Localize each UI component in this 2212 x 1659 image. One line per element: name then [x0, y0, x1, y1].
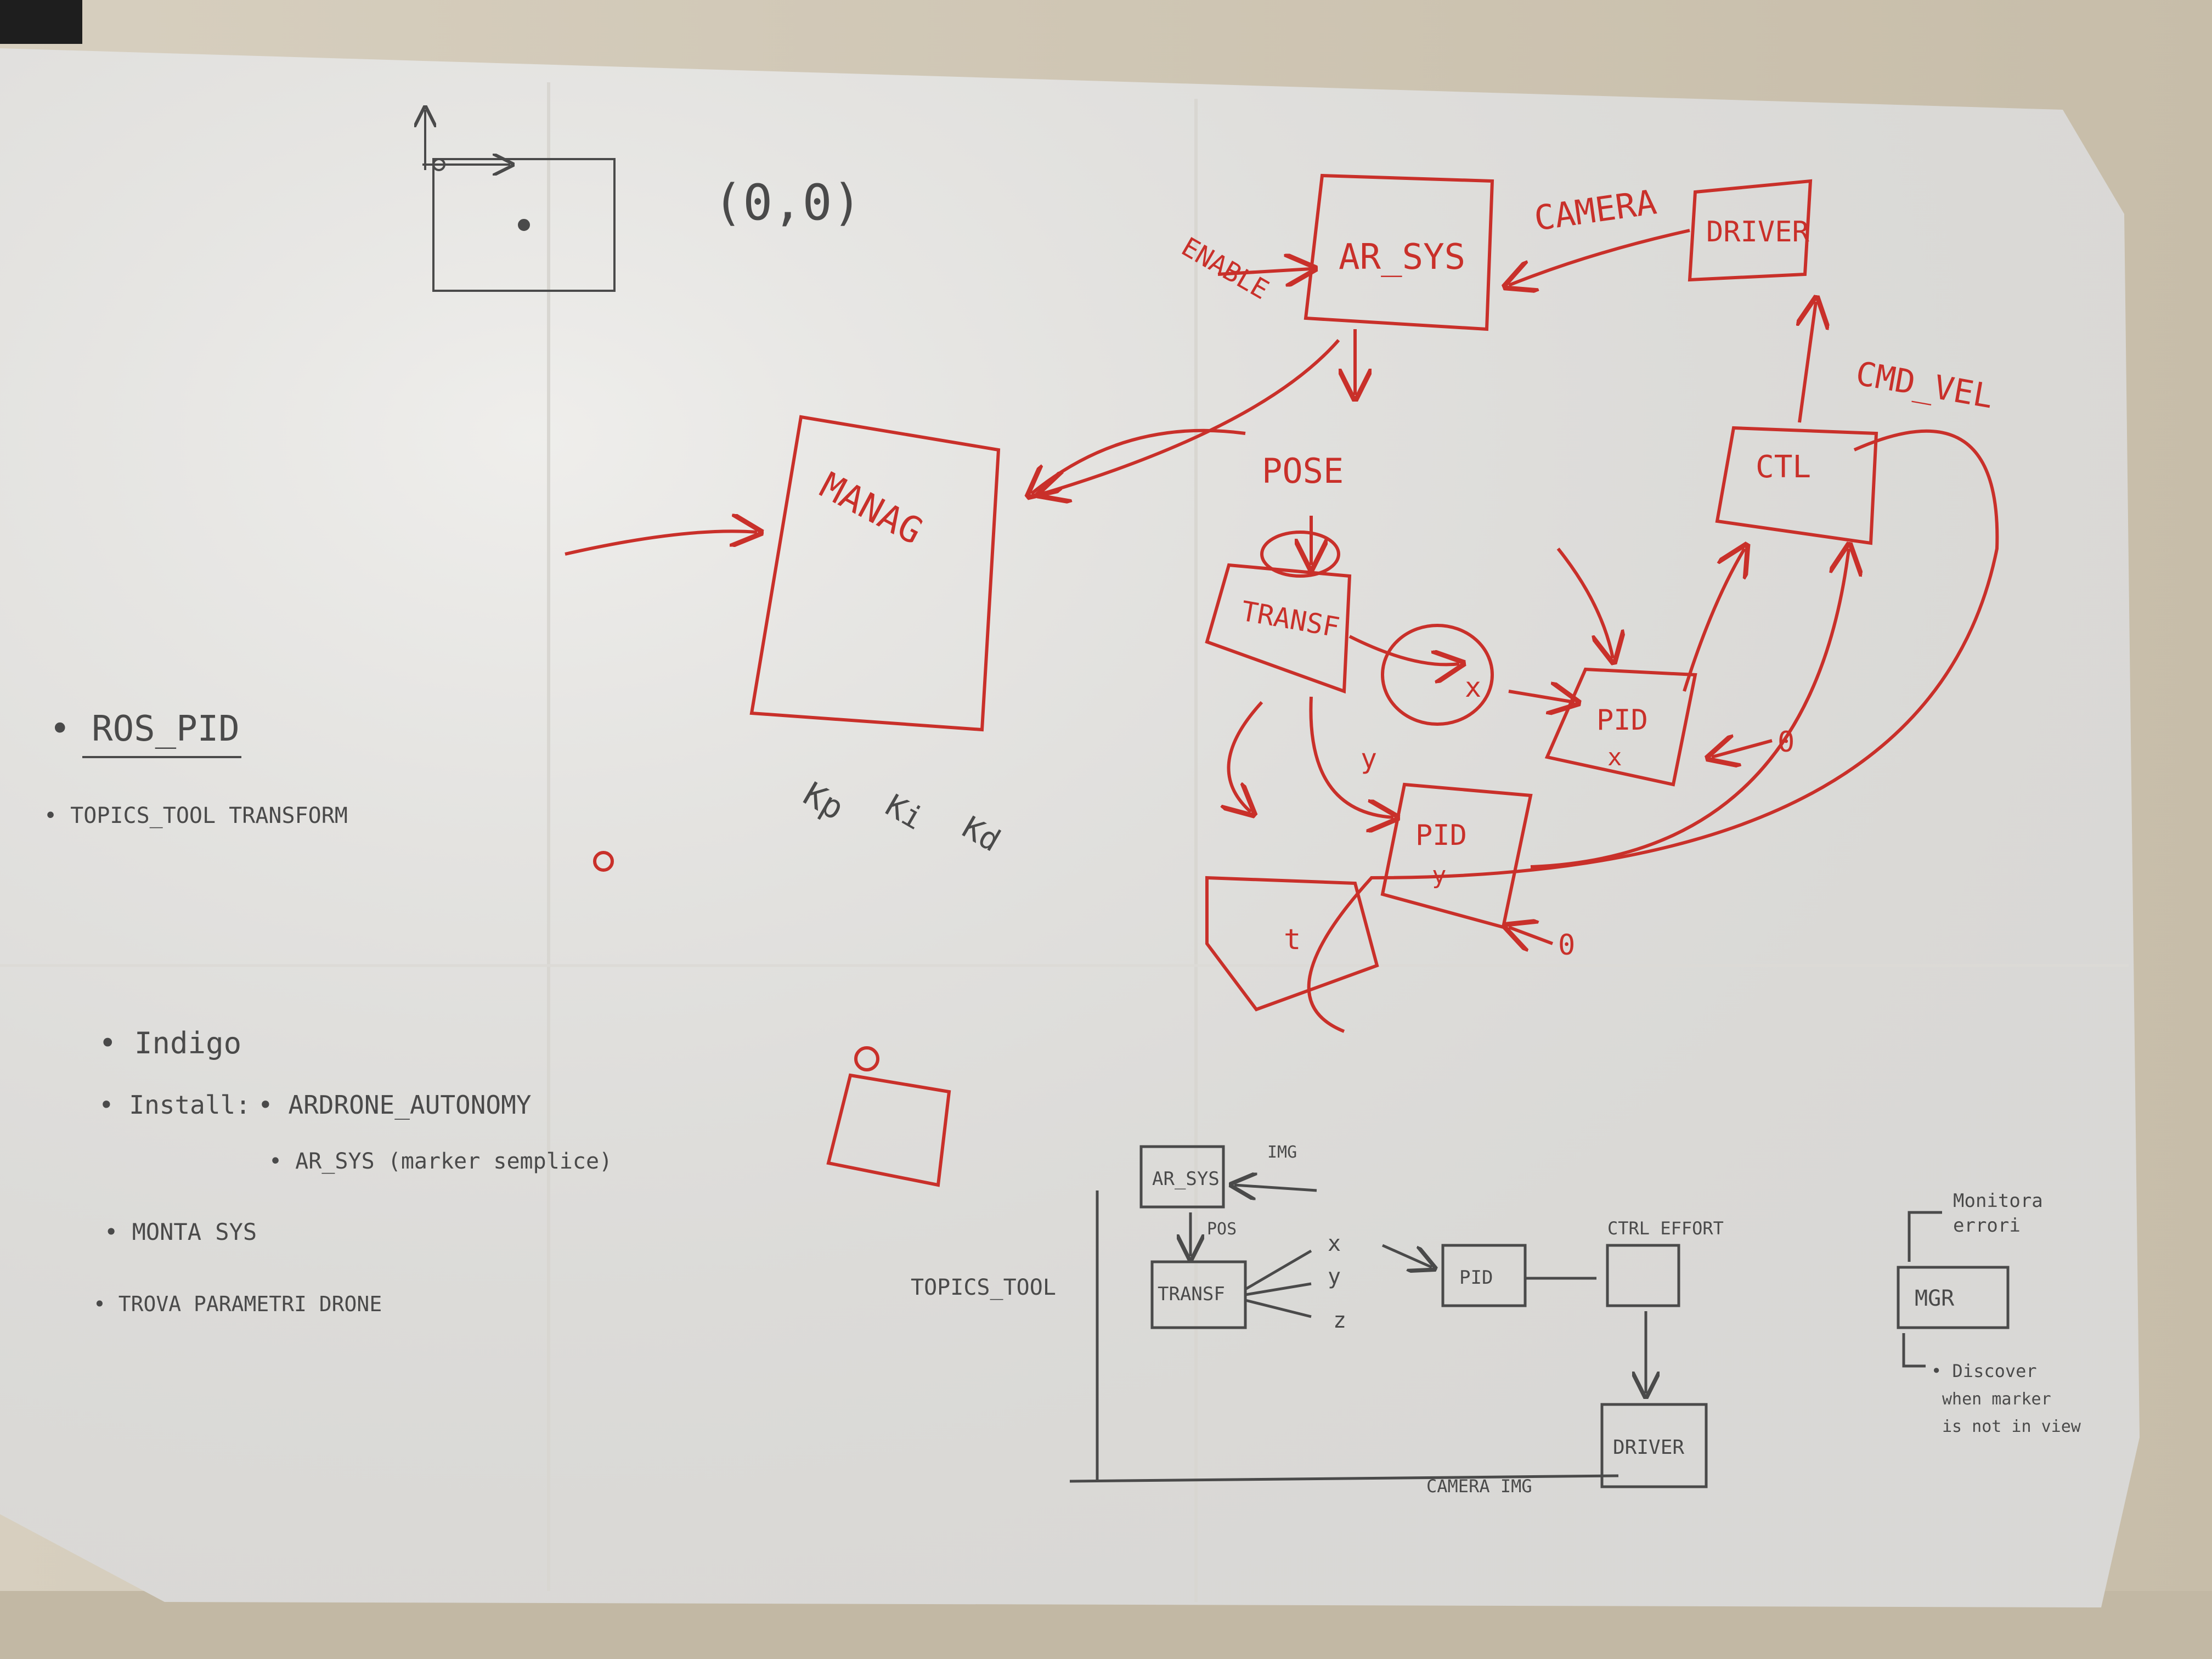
pose-to-manag-arrow	[1031, 428, 1246, 494]
driver-box	[1688, 179, 1813, 282]
bottom-line	[1069, 1474, 1619, 1483]
transf-label-pencil: TRANSF	[1158, 1283, 1225, 1305]
driver-box-pencil	[1600, 1403, 1708, 1488]
img-label: IMG	[1267, 1143, 1297, 1162]
transf-to-x-arrow	[1348, 635, 1459, 664]
ar-sys-box-pencil	[1139, 1145, 1225, 1209]
zero-input-x: 0	[1778, 726, 1795, 759]
target-dot	[518, 219, 530, 231]
ctrl-box-pencil	[1606, 1244, 1680, 1307]
red-diagram	[565, 173, 1999, 1187]
origin-label: (0,0)	[713, 174, 862, 232]
sketch-box	[826, 1073, 951, 1187]
monitor-label-2: errori	[1953, 1215, 2021, 1237]
pid-x-label: PID	[1596, 704, 1648, 737]
monitor-line	[1908, 1211, 1942, 1262]
note-ar-sys: • AR_SYS (marker semplice)	[269, 1149, 612, 1174]
ctl-to-driver-arrow	[1799, 302, 1816, 423]
pid-label-pencil: PID	[1459, 1267, 1493, 1289]
mgr-label: MGR	[1915, 1286, 1955, 1311]
mgr-box-pencil	[1897, 1266, 2010, 1329]
discover-label-3: is not in view	[1942, 1417, 2081, 1436]
pid-y-to-ctl-arrow	[1530, 549, 1849, 868]
arsys-to-manag-arrow	[1042, 339, 1340, 494]
pos-label: POS	[1207, 1220, 1237, 1239]
paper-shading	[0, 48, 2140, 1607]
camera-img-label: CAMERA IMG	[1426, 1476, 1532, 1497]
ctl-label: CTL	[1756, 449, 1811, 485]
note-indigo: • Indigo	[99, 1026, 241, 1060]
pid-box-pencil	[1441, 1244, 1527, 1307]
scribble-circle	[1260, 531, 1340, 578]
monitor-label: Monitora	[1953, 1190, 2043, 1212]
zero-to-pid-x-arrow	[1712, 741, 1773, 757]
img-arrow	[1234, 1185, 1317, 1190]
pencil-diagram	[1069, 1145, 2010, 1488]
transf-box	[1205, 563, 1352, 694]
y-label: y	[1361, 743, 1377, 775]
red-circle	[854, 1046, 879, 1071]
note-ardrone: • ARDRONE_AUTONOMY	[258, 1090, 532, 1120]
discover-label: • Discover	[1931, 1361, 2037, 1381]
to-pid-arrow	[1381, 1244, 1432, 1267]
ar-sys-label: AR_SYS	[1339, 237, 1465, 278]
t-label: t	[1284, 923, 1301, 956]
x-to-pid-arrow	[1508, 691, 1575, 702]
transf-to-z-arrow	[1229, 701, 1263, 812]
note-topics-tool: • TOPICS_TOOL TRANSFORM	[44, 803, 348, 828]
axis-sketch	[422, 110, 616, 292]
pid-x-to-ctl-arrow	[1683, 549, 1745, 692]
ar-sys-label-pencil: AR_SYS	[1152, 1168, 1220, 1190]
ctrl-effort-label: CTRL EFFORT	[1607, 1218, 1724, 1239]
input-to-manag-arrow	[565, 531, 757, 556]
note-install: • Install:	[99, 1090, 251, 1120]
feedback-loop	[1307, 429, 1999, 1033]
z-label-pencil: z	[1333, 1308, 1346, 1333]
dark-corner	[0, 0, 82, 44]
driver-to-arsys-arrow	[1509, 229, 1690, 285]
screen-frame	[432, 158, 616, 292]
pid-y-label: PID	[1415, 819, 1467, 852]
pid-x-sub: x	[1607, 743, 1622, 771]
driver-label: DRIVER	[1706, 216, 1810, 249]
enable-arrow	[1217, 269, 1311, 274]
pid-z-box	[1205, 876, 1379, 1012]
pid-x-box	[1544, 667, 1697, 787]
ctl-box	[1715, 426, 1878, 545]
zero-to-pid-y-arrow	[1509, 927, 1554, 944]
topics-tool-label: TOPICS_TOOL	[911, 1275, 1056, 1300]
note-trova-parametri: • TROVA PARAMETRI DRONE	[93, 1292, 382, 1316]
discover-label-2: when marker	[1942, 1390, 2051, 1409]
ctl-to-pid-x-arrow	[1556, 548, 1613, 658]
origin-circle	[432, 158, 445, 171]
driver-label-pencil: DRIVER	[1613, 1436, 1684, 1459]
split-lines	[1244, 1249, 1312, 1318]
note-ros-pid: • ROS_PID	[49, 709, 240, 749]
y-label-pencil: y	[1328, 1264, 1341, 1289]
pid-y-sub: y	[1432, 861, 1447, 889]
note-monta-sys: • MONTA SYS	[104, 1218, 257, 1245]
red-dot	[593, 851, 614, 872]
transf-to-pid-y-arrow	[1309, 696, 1393, 817]
discover-line	[1902, 1333, 1926, 1368]
pose-label: POSE	[1262, 451, 1344, 491]
manag-box	[749, 415, 1001, 732]
x-label-pencil: x	[1328, 1231, 1341, 1256]
x-label: x	[1465, 672, 1481, 703]
zero-input-y: 0	[1558, 929, 1575, 962]
scribble-circle	[1381, 624, 1494, 726]
